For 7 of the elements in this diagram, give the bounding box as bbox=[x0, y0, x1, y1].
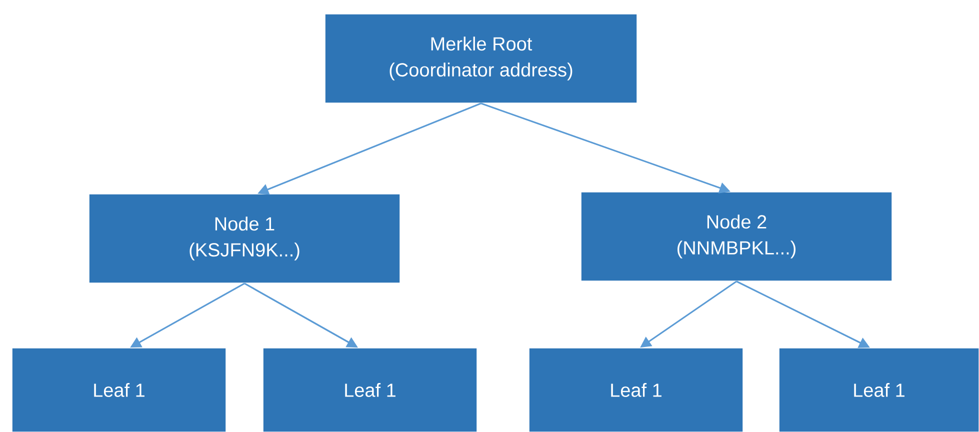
process-box: Node 2 (NNMBPKL...) bbox=[580, 192, 892, 282]
process-box: Leaf 1 bbox=[12, 348, 226, 432]
process-box: Leaf 1 bbox=[262, 348, 478, 432]
process-box: Leaf 1 bbox=[528, 348, 744, 432]
process-box: Node 1 (KSJFN9K...) bbox=[88, 194, 400, 284]
process-box: Leaf 1 bbox=[778, 348, 979, 432]
process-box: Merkle Root (Coordinator address) bbox=[324, 14, 638, 104]
